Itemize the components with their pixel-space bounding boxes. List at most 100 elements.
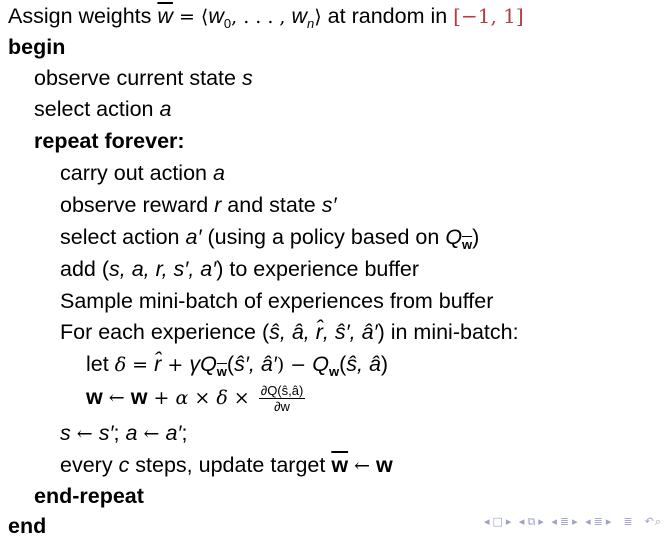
algorithm-line: For each experience (ŝ, â, r̂, ŝ′, â′) i… <box>60 319 519 345</box>
frame-icon[interactable]: □ <box>492 515 504 528</box>
line-segment: ( <box>226 352 235 376</box>
algorithm-line: repeat forever: <box>34 128 185 154</box>
arrow-left-icon[interactable]: ◂ <box>551 515 558 528</box>
line-segment: ) in mini-batch: <box>377 320 519 344</box>
line-segment: s′ <box>98 421 114 445</box>
line-segment: + <box>147 387 176 410</box>
arrow-right-icon[interactable]: ▸ <box>538 515 545 528</box>
arrow-right-icon[interactable]: ▸ <box>572 515 579 528</box>
fraction-denominator: ∂w <box>274 399 290 414</box>
search-icon[interactable]: ↶⌕ <box>644 515 662 528</box>
line-segment: + <box>161 354 190 376</box>
line-segment: ŝ, â <box>346 352 381 376</box>
line-segment: × <box>227 387 256 410</box>
line-segment: (using a policy based on <box>201 225 446 249</box>
line-segment: ŝ′, â′ <box>234 352 277 376</box>
line-segment: ; <box>113 421 126 445</box>
algorithm-line: observe current state s <box>34 65 253 91</box>
line-segment: ← <box>348 455 377 477</box>
section-icon[interactable]: ≣ <box>559 515 571 528</box>
arrow-left-icon[interactable]: ◂ <box>518 515 526 528</box>
algorithm-line: select action a <box>34 96 171 122</box>
line-segment: w <box>208 4 224 28</box>
line-segment: ) to experience buffer <box>216 257 420 281</box>
line-segment: α <box>175 387 189 410</box>
line-segment: c <box>118 453 130 477</box>
line-segment: δ <box>114 354 127 376</box>
line-segment: end-repeat <box>34 484 144 508</box>
algorithm-line: every c steps, update target w ← w <box>60 452 393 479</box>
algorithm-line: begin <box>8 34 65 60</box>
line-segment: ; <box>181 421 188 445</box>
line-segment: s <box>60 421 71 445</box>
algorithm-line: select action a′ (using a policy based o… <box>60 224 479 258</box>
line-segment: observe reward <box>60 193 215 217</box>
fraction-numerator: ∂Q(ŝ,â) <box>258 383 306 399</box>
line-segment: ← <box>70 423 99 445</box>
line-segment: Sample mini-batch of experiences from bu… <box>60 289 494 313</box>
gradient-fraction: ∂Q(ŝ,â)∂w <box>258 383 306 414</box>
arrow-right-icon[interactable]: ▸ <box>505 515 513 528</box>
line-segment: carry out action <box>60 161 213 185</box>
line-segment: w <box>216 364 227 379</box>
align-icon[interactable]: ≣ <box>623 515 634 528</box>
line-segment: end <box>8 514 47 538</box>
line-segment: 0 <box>223 16 232 31</box>
subsection-icon[interactable]: ⧉ <box>527 515 537 528</box>
line-segment: ← <box>137 423 166 445</box>
line-segment: × <box>188 387 217 410</box>
line-segment: = <box>126 354 155 376</box>
line-segment: at random in <box>321 4 454 28</box>
line-segment: ) <box>472 225 480 249</box>
line-segment: begin <box>8 35 66 59</box>
line-segment: select action <box>34 97 160 121</box>
line-segment: w <box>331 453 349 477</box>
line-segment: , . . . , <box>231 6 292 28</box>
line-segment: add ( <box>60 257 110 281</box>
line-segment: ( <box>339 352 347 376</box>
line-segment: a <box>125 421 138 445</box>
beamer-navigation: ◂□▸ ◂⧉▸ ◂≣▸ ◂≣▸ ≣ ↶⌕ <box>483 515 663 529</box>
line-segment: w <box>157 4 173 28</box>
line-segment: ← <box>102 387 131 410</box>
line-segment: δ <box>216 387 228 410</box>
arrow-right-icon[interactable]: ▸ <box>605 515 613 528</box>
algorithm-line: Assign weights w = ⟨w0, . . . , wn⟩ at r… <box>8 3 524 37</box>
algorithm-line: end-repeat <box>34 483 144 509</box>
algorithm-line: observe reward r and state s′ <box>60 192 337 218</box>
line-segment: [−1, 1] <box>453 4 524 28</box>
arrow-left-icon[interactable]: ◂ <box>483 515 491 528</box>
line-segment: a′ <box>185 225 202 249</box>
line-segment: ŝ, â, r̂, ŝ′, â′ <box>269 320 378 344</box>
line-segment: ⟩ <box>314 6 322 28</box>
line-segment: every <box>60 453 119 477</box>
line-segment: n <box>307 16 315 31</box>
line-segment: select action <box>60 225 186 249</box>
arrow-left-icon[interactable]: ◂ <box>585 515 592 528</box>
line-segment: For each experience ( <box>60 320 270 344</box>
algorithm-line: let δ = r̂ + γQw(ŝ′, â′) − Qw(ŝ, â) <box>86 351 388 385</box>
line-segment: w <box>376 453 393 477</box>
algorithm-line: add (s, a, r, s′, a′) to experience buff… <box>60 256 419 282</box>
line-segment: = ⟨ <box>172 6 209 28</box>
line-segment: w <box>291 4 308 28</box>
line-segment: a <box>212 161 225 185</box>
line-segment: and state <box>221 193 322 217</box>
line-segment: ) − <box>276 354 313 376</box>
line-segment: let <box>86 352 115 376</box>
line-segment: a <box>159 97 172 121</box>
algorithm-line: end <box>8 513 46 539</box>
line-segment: ) <box>380 352 389 376</box>
section-icon[interactable]: ≣ <box>593 515 604 528</box>
line-segment: observe current state <box>34 66 242 90</box>
algorithm-line: s ← s′; a ← a′; <box>60 420 187 447</box>
line-segment: w <box>130 385 148 410</box>
line-segment: steps, update target <box>129 453 332 477</box>
line-segment: w <box>86 385 103 410</box>
line-segment: Assign weights <box>8 4 158 28</box>
algorithm-line: carry out action a <box>60 160 225 186</box>
algorithm-line: w ← w + α × δ × ∂Q(ŝ,â)∂w <box>86 383 306 414</box>
line-segment: s <box>241 66 253 90</box>
line-segment: r̂ <box>154 352 162 376</box>
line-segment: Q <box>445 225 463 249</box>
